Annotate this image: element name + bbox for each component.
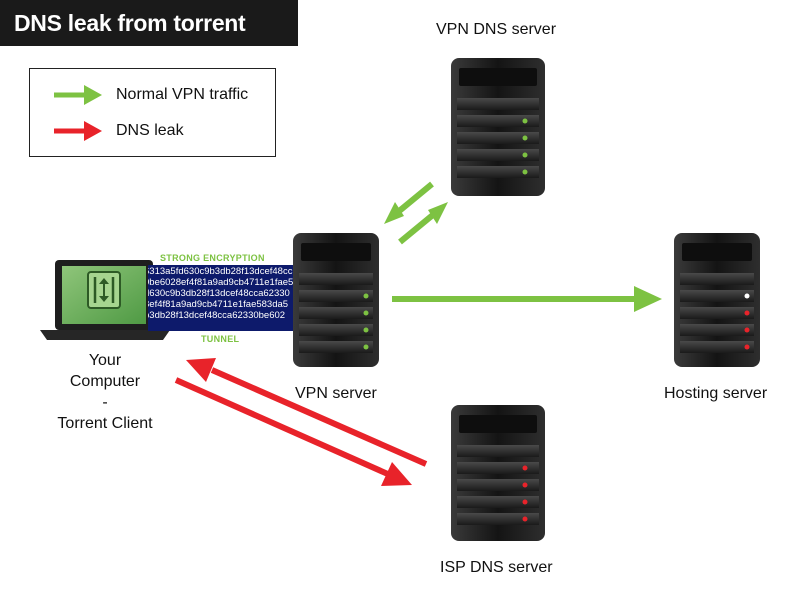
- legend-label-vpn-traffic: Normal VPN traffic: [116, 86, 249, 103]
- isp-dns-server-icon: [451, 405, 545, 541]
- vpn-dns-server-label: VPN DNS server: [436, 21, 557, 38]
- tunnel-line: b3db28f13dcef48cca62330be602: [148, 310, 286, 321]
- legend-item-vpn-traffic: Normal VPN traffic: [52, 83, 248, 107]
- hosting-server-label: Hosting server: [664, 385, 768, 402]
- computer-label-line: Your: [88, 352, 122, 369]
- legend-label-dns-leak: DNS leak: [116, 122, 184, 139]
- diagram-title: DNS leak from torrent client: [0, 0, 298, 82]
- vpn-server-icon: [293, 233, 379, 367]
- vpn-dns-server-icon: [451, 58, 545, 196]
- tunnel-line: 8ef4f81a9ad9cb4711e1fae583da5: [148, 299, 289, 310]
- hosting-server-icon: [674, 233, 760, 367]
- legend-item-dns-leak: DNS leak: [52, 119, 184, 143]
- vpn-to-hosting-arrow: [392, 286, 662, 312]
- isp-dns-server-label: ISP DNS server: [440, 559, 553, 576]
- computer-label-line: Torrent Client: [57, 415, 153, 432]
- computer-label-line: Computer: [69, 373, 141, 390]
- green-arrow-icon: [54, 85, 102, 105]
- tunnel-line: 6313a5fd630c9b3db28f13dcef48cc: [148, 266, 293, 277]
- computer-label: Your Computer - Torrent Client: [40, 350, 170, 434]
- vpn-dns-arrows: [384, 181, 448, 245]
- laptop-icon: [40, 260, 170, 340]
- tunnel-top-label: STRONG ENCRYPTION: [160, 253, 265, 263]
- encryption-tunnel: 6313a5fd630c9b3db28f13dcef48cc 0be6028ef…: [148, 265, 293, 331]
- tunnel-line: 0be6028ef4f81a9ad9cb4711e1fae5: [148, 277, 293, 288]
- tunnel-bottom-label: TUNNEL: [201, 334, 240, 344]
- computer-label-line: -: [102, 394, 108, 411]
- legend: Normal VPN traffic DNS leak: [29, 68, 276, 157]
- tunnel-line: d630c9b3db28f13dcef48cca62330: [148, 288, 290, 299]
- red-arrow-icon: [54, 121, 102, 141]
- dns-leak-arrows: [174, 358, 428, 486]
- vpn-server-label: VPN server: [295, 385, 377, 402]
